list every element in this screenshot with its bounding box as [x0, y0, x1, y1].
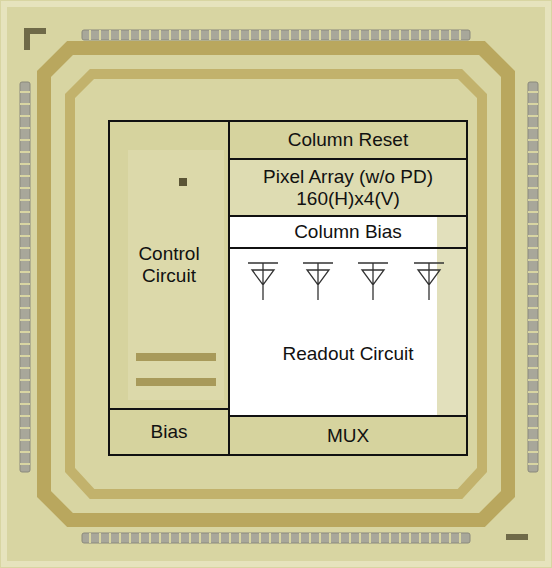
probe-mark	[179, 178, 187, 186]
block-label: Readout Circuit	[283, 343, 414, 365]
inner-power-ring	[70, 74, 482, 494]
pad-gaps	[20, 30, 538, 543]
readout-white-area	[229, 215, 437, 415]
readout-block: Readout Circuit	[228, 247, 468, 417]
column-reset-block: Column Reset	[228, 120, 468, 160]
block-label: Control Circuit	[114, 243, 224, 287]
block-label: Pixel Array (w/o PD) 160(H)x4(V)	[234, 166, 462, 210]
amplifier-symbols	[248, 263, 444, 300]
bond-pads	[20, 30, 538, 543]
control-bus	[136, 353, 216, 361]
die-edge	[4, 4, 548, 564]
corner-marks	[24, 28, 528, 540]
core-area	[108, 120, 468, 456]
bias-block: Bias	[108, 408, 230, 456]
pixel-array-area	[229, 160, 468, 215]
readout-edge-area	[437, 215, 468, 415]
pixel-array-block: Pixel Array (w/o PD) 160(H)x4(V)	[228, 158, 468, 217]
column-bias-block: Column Bias	[228, 215, 468, 249]
block-label: Column Reset	[288, 129, 408, 151]
mux-block: MUX	[228, 415, 468, 456]
block-label: MUX	[327, 425, 369, 447]
outer-power-ring	[44, 48, 508, 520]
block-label: Column Bias	[294, 221, 402, 243]
block-label: Bias	[151, 421, 188, 443]
control-block: Control Circuit	[108, 120, 230, 410]
control-bus	[136, 378, 216, 386]
